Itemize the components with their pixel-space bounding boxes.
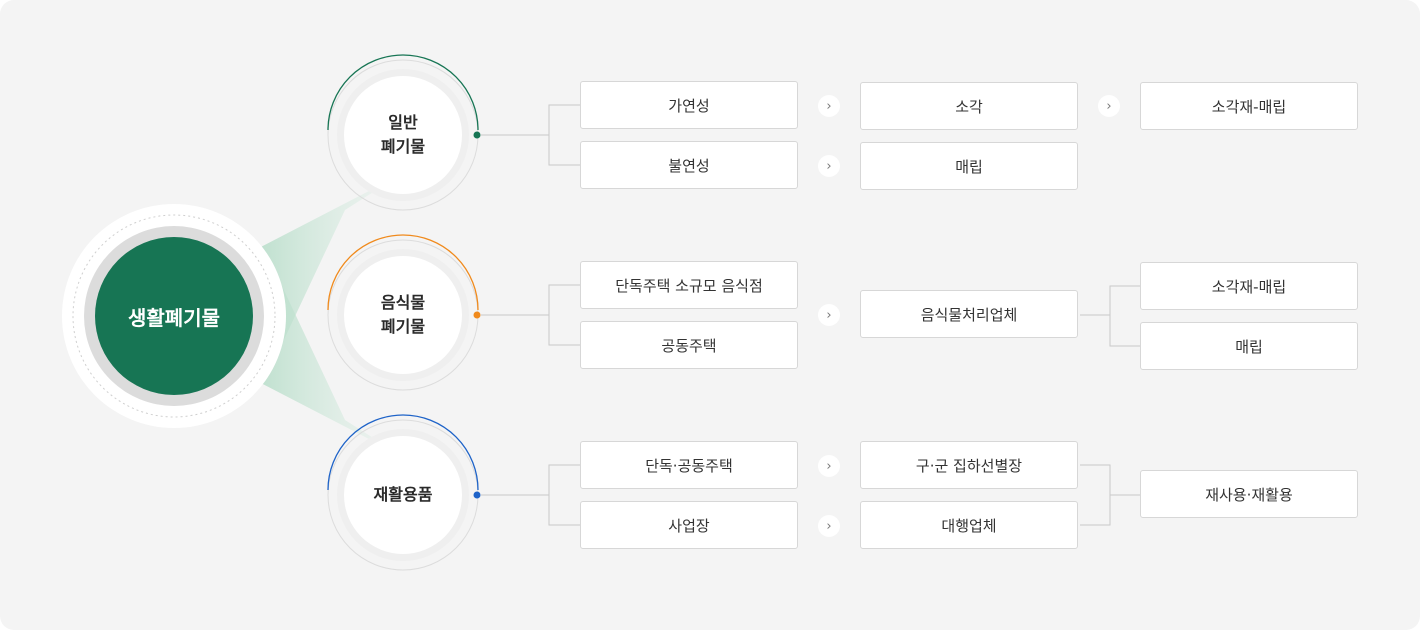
center-node: 생활폐기물 bbox=[95, 237, 253, 395]
process-box: 소각 bbox=[860, 82, 1078, 130]
connectors bbox=[481, 104, 1140, 526]
chevron-right-icon: › bbox=[818, 515, 840, 537]
source-box: 사업장 bbox=[580, 501, 798, 549]
category-food: 음식물 폐기물 bbox=[344, 256, 462, 374]
category-recycle-line1: 재활용품 bbox=[373, 485, 433, 504]
chevron-right-icon: › bbox=[818, 155, 840, 177]
process-box: 구·군 집하선별장 bbox=[860, 441, 1078, 489]
category-general-line2: 폐기물 bbox=[380, 137, 426, 156]
category-food-line1: 음식물 bbox=[380, 293, 426, 312]
category-general: 일반 폐기물 bbox=[344, 76, 462, 194]
dot-general bbox=[473, 131, 481, 139]
category-general-line1: 일반 bbox=[388, 113, 418, 132]
final-box: 매립 bbox=[1140, 322, 1358, 370]
source-box: 불연성 bbox=[580, 141, 798, 189]
chevron-right-icon: › bbox=[818, 455, 840, 477]
chevron-right-icon: › bbox=[818, 304, 840, 326]
process-box: 대행업체 bbox=[860, 501, 1078, 549]
process-box: 음식물처리업체 bbox=[860, 290, 1078, 338]
source-box: 단독주택 소규모 음식점 bbox=[580, 261, 798, 309]
source-box: 가연성 bbox=[580, 81, 798, 129]
dot-food bbox=[473, 311, 481, 319]
final-box: 소각재-매립 bbox=[1140, 262, 1358, 310]
category-recycle: 재활용품 bbox=[344, 436, 462, 554]
center-label: 생활폐기물 bbox=[128, 305, 220, 330]
source-box: 공동주택 bbox=[580, 321, 798, 369]
category-food-line2: 폐기물 bbox=[380, 317, 426, 336]
chevron-right-icon: › bbox=[818, 95, 840, 117]
chevron-right-icon: › bbox=[1098, 95, 1120, 117]
source-box: 단독·공동주택 bbox=[580, 441, 798, 489]
final-box: 재사용·재활용 bbox=[1140, 470, 1358, 518]
center-dashed-ring bbox=[72, 214, 276, 418]
dot-recycle bbox=[473, 491, 481, 499]
final-box: 소각재-매립 bbox=[1140, 82, 1358, 130]
process-box: 매립 bbox=[860, 142, 1078, 190]
